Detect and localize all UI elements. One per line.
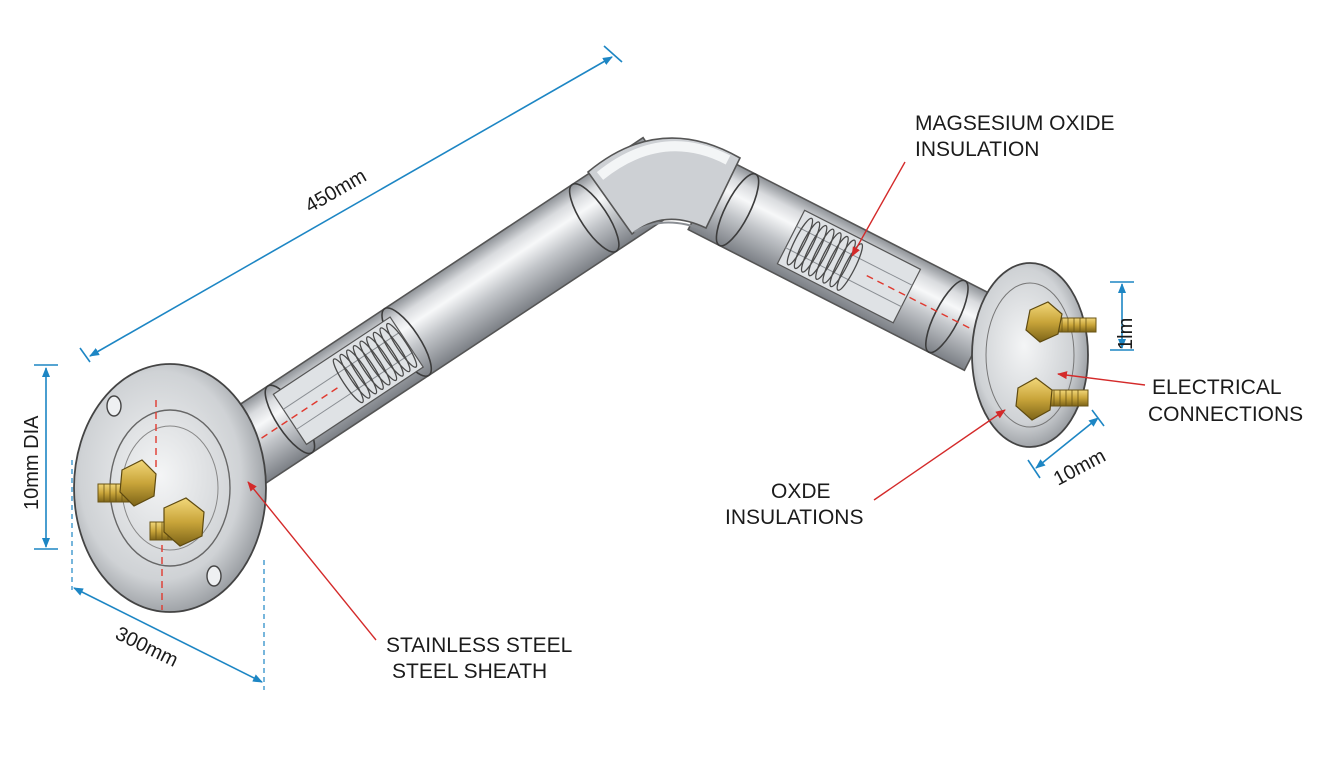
label-oxide-insulations: OXDE INSULATIONS — [725, 480, 863, 529]
diameter-label: 10mm DIA — [21, 415, 43, 510]
label-magnesium-line1: MAGSESIUM OXIDE — [915, 112, 1115, 135]
terminal-spacing-label: 1lm — [1115, 318, 1137, 350]
elbow-bend — [586, 137, 742, 236]
label-electrical-line2: CONNECTIONS — [1148, 403, 1303, 426]
label-electrical-line1: ELECTRICAL — [1152, 376, 1282, 399]
label-magnesium-line2: INSULATION — [915, 138, 1039, 161]
dimension-terminal-spacing: 1lm — [1110, 281, 1137, 351]
leader-electrical — [1057, 371, 1146, 386]
label-sheath-line1: STAINLESS STEEL — [386, 634, 572, 657]
label-oxide-line2: INSULATIONS — [725, 506, 863, 529]
terminal-length-label: 10mm — [1050, 445, 1109, 491]
left-flange — [73, 363, 267, 613]
label-sheath-line2: STEEL SHEATH — [392, 660, 547, 683]
leader-magnesium — [851, 161, 906, 257]
dimension-length: 450mm — [79, 45, 623, 363]
length-label: 450mm — [302, 165, 371, 217]
right-terminal-bottom — [1015, 377, 1089, 421]
label-magnesium-oxide: MAGSESIUM OXIDE INSULATION — [915, 112, 1115, 161]
left-terminal-bottom — [149, 497, 205, 547]
flange-label: 300mm — [112, 623, 182, 672]
label-stainless-sheath: STAINLESS STEEL STEEL SHEATH — [386, 634, 572, 683]
heater-body — [73, 136, 1097, 613]
heating-coil-right — [786, 217, 864, 291]
left-terminal-top — [97, 459, 157, 507]
right-tube-segment — [687, 157, 1002, 372]
label-oxide-line1: OXDE — [771, 480, 831, 503]
right-flange — [971, 262, 1097, 448]
right-terminal-top — [1025, 301, 1097, 343]
bolt-hole — [106, 395, 122, 417]
leader-oxide — [873, 409, 1006, 501]
leader-sheath — [247, 481, 377, 641]
label-electrical-connections: ELECTRICAL CONNECTIONS — [1148, 376, 1303, 426]
dimension-diameter: 10mm DIA — [21, 364, 58, 550]
bolt-hole — [206, 565, 222, 587]
